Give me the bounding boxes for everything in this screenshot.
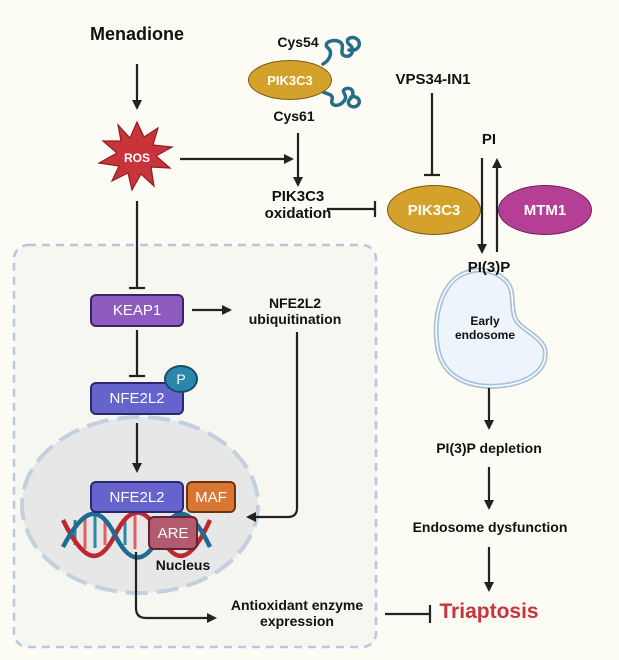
- ros-starburst-icon: [97, 120, 174, 192]
- maf-label: MAF: [195, 488, 227, 506]
- cys61-label: Cys61: [273, 108, 315, 124]
- keap1-label: KEAP1: [112, 302, 162, 319]
- nfe2l2-nuclear-protein: NFE2L2: [90, 481, 184, 513]
- early-endosome-label: Early endosome: [454, 314, 515, 342]
- pik3c3-oxidation-label: PIK3C3 oxidation: [264, 188, 332, 223]
- pik3c3-protein-right: PIK3C3: [387, 185, 481, 235]
- are-label: ARE: [157, 524, 189, 542]
- pik3c3-top-label: PIK3C3: [267, 72, 313, 88]
- antioxidant-expression-label: Antioxidant enzyme expression: [230, 597, 364, 630]
- triaptosis-label: Triaptosis: [439, 600, 539, 623]
- phosphate-label: P: [176, 371, 186, 387]
- nfe2l2-nuclear-label: NFE2L2: [109, 488, 165, 506]
- edges: [129, 64, 502, 623]
- pik3c3-protein-top: PIK3C3: [248, 60, 332, 100]
- pik3c3-right-label: PIK3C3: [407, 201, 461, 219]
- are-element: ARE: [148, 516, 198, 550]
- mtm1-label: MTM1: [523, 201, 567, 219]
- pi3p-depletion-label: PI(3)P depletion: [436, 440, 542, 456]
- ros-label-box: ROS: [114, 146, 160, 170]
- nfe2l2-label: NFE2L2: [109, 390, 165, 407]
- nucleus-label: Nucleus: [155, 557, 211, 573]
- vps34-in1-label: VPS34-IN1: [395, 71, 471, 88]
- pi-label: PI: [481, 131, 497, 148]
- protein-coil-icon: [318, 35, 362, 109]
- menadione-label: Menadione: [89, 24, 184, 44]
- edge-ubiquitination-nucleus: [246, 332, 299, 522]
- mtm1-protein: MTM1: [498, 185, 592, 235]
- nfe2l2-ubiquitination-label: NFE2L2 ubiquitination: [248, 295, 342, 328]
- maf-protein: MAF: [186, 481, 236, 513]
- keap1-protein: KEAP1: [90, 294, 184, 327]
- endosome-dysfunction-label: Endosome dysfunction: [412, 519, 568, 535]
- phosphate-badge: P: [164, 365, 198, 393]
- pi3p-label: PI(3)P: [467, 259, 511, 276]
- cys54-label: Cys54: [277, 34, 319, 50]
- ros-label: ROS: [123, 151, 150, 165]
- edge-are-antioxidant: [134, 552, 217, 623]
